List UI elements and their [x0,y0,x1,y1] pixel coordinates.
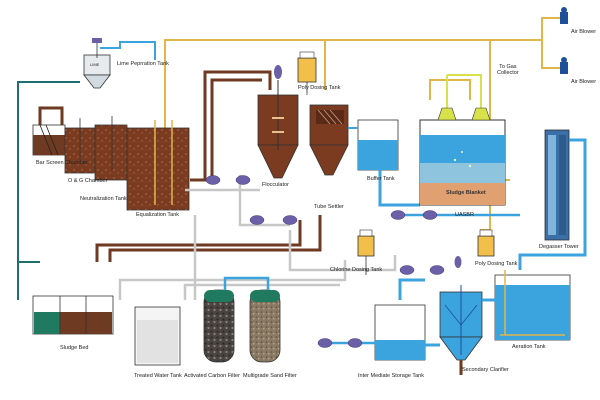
air-blower-1-label: Air Blower [571,29,597,35]
multigrade-sand-filter-label: Multigrade Sand Filter [243,373,297,379]
buffer-tank-label: Buffer Tank [367,176,395,182]
sludge-blanket-label: Sludge Blanket [446,190,486,196]
equalization-tank-label: Equalization Tank [136,212,180,218]
intermediate-storage-tank [374,278,440,361]
aeration-tank [494,270,571,341]
uasbr-label: UASBR [455,212,474,218]
air-blower-2 [560,57,568,74]
pumps [205,175,445,348]
treated-water-tank [134,306,181,366]
buffer-tank [348,119,420,207]
multigrade-sand-filter [249,289,281,363]
tube-settler-label: Tube Settler [314,204,344,210]
flocculator-label: Flocculator [262,182,289,188]
secondary-clarifier-label: Secondary Clarifier [462,367,509,373]
lime-tank-tag: LIME [90,62,100,67]
to-gas-collector-label: To Gas Collector [497,64,519,76]
lime-preparation-tank-label: Lime Peprration Tank [117,61,169,67]
teal-pipes [17,81,80,300]
activated-carbon-filter [203,289,235,363]
aeration-tank-label: Aeration Tank [512,344,546,350]
flocculator [257,65,299,179]
poly-dosing-tank-right-label: Poly Dosing Tank [475,261,518,267]
og-chamber-label: O & G Chamber [68,178,108,184]
activated-carbon-filter-label: Activated Carbon Filter [184,373,240,379]
poly-dosing-tank-top [297,51,317,95]
uasbr-reactor [419,74,506,206]
treated-water-tank-label: Treated Water Tank [134,373,182,379]
intermediate-storage-tank-label: Inter Mediate Storage Tank [358,373,424,379]
degasser-tower [518,129,587,270]
degasser-tower-label: Degasser Tower [539,244,579,250]
secondary-clarifier [439,285,495,375]
chlorine-dosing-tank-label: Chlorine Dosing Tank [330,267,383,273]
sludge-lines [95,70,322,262]
primary-tanks-chain [32,106,190,211]
poly-dosing-tank-top-label: Poly Dosing Tank [298,85,341,91]
air-blower-1 [560,7,568,24]
chlorine-dosing-tank [357,229,375,275]
grey-pipes [118,175,397,300]
poly-dosing-tank-right [454,229,495,268]
sludge-bed [32,295,114,335]
air-blower-2-label: Air Blower [571,79,597,85]
lime-preparation-tank [83,38,156,89]
sludge-bed-label: Sludge Bed [60,345,89,351]
tube-settler [309,104,349,176]
bar-screen-chamber-label: Bar Screen Chamber [36,160,88,166]
neutralization-tank-label: Neutralization Tank [80,196,127,202]
